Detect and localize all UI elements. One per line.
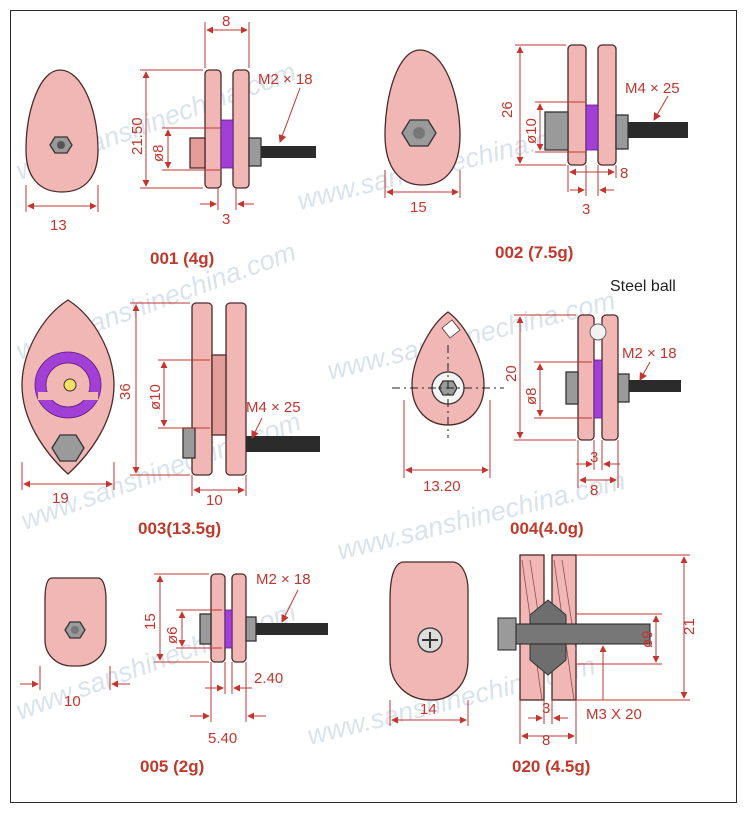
- dimension-label: 3: [590, 449, 598, 466]
- screw-head: [497, 617, 517, 651]
- screw-spec-label: M2 × 18: [622, 345, 677, 362]
- dimension-label: 20: [503, 365, 520, 382]
- part-caption: 003(13.5g): [138, 519, 221, 538]
- part-005: 10 15 ø6 2.40 5.40 M2: [20, 571, 328, 776]
- dimension-label: 8: [222, 13, 230, 30]
- bearing-insert: [220, 119, 234, 169]
- screw-spec-label: M4 × 25: [625, 80, 680, 97]
- bearing-insert: [585, 104, 599, 151]
- dimension-label: 8: [542, 732, 550, 749]
- dimension-label: 8: [590, 482, 598, 499]
- part-020: 14 21 ø9 3 8: [389, 554, 698, 776]
- dimension-label: 15: [410, 199, 427, 216]
- part-caption: 002 (7.5g): [495, 243, 573, 262]
- bearing-insert: [593, 359, 603, 419]
- bearing-insert: [224, 609, 233, 649]
- dimension-label: 10: [206, 492, 223, 509]
- pulley-front-view: [25, 69, 99, 193]
- screw-spec-label: M4 × 25: [246, 399, 301, 416]
- dimension-label: ø8: [523, 387, 540, 405]
- bolt-head: [565, 371, 579, 405]
- part-001: 13 8 21.50 ø8 3 M2 × 1: [25, 13, 316, 268]
- dimension-label: ø10: [523, 118, 540, 144]
- dimension-label: 10: [64, 693, 81, 710]
- axle-icon: [63, 378, 77, 392]
- hex-nut-icon: [51, 434, 85, 462]
- pulley-front-view: [384, 49, 461, 186]
- threaded-screw: [246, 436, 320, 452]
- dimension-label: 13.20: [423, 478, 461, 495]
- dimension-label: 26: [499, 101, 516, 118]
- dimension-label: 13: [50, 217, 67, 234]
- screw-spec-label: M3 X 20: [586, 706, 642, 723]
- bolt-hole-icon: [57, 141, 65, 149]
- screw-spec-label: M2 × 18: [256, 571, 311, 588]
- threaded-screw: [628, 122, 688, 138]
- dimension-label: 21: [681, 618, 698, 635]
- diagram-frame: [10, 10, 737, 803]
- dimension-label: 3: [222, 211, 230, 228]
- dimension-label: ø9: [639, 630, 656, 648]
- dimension-label: 3: [542, 700, 550, 717]
- bolt-hole-icon: [413, 127, 425, 139]
- part-caption: 005 (2g): [140, 757, 204, 776]
- threaded-screw: [629, 380, 681, 392]
- bolt-head: [189, 137, 206, 169]
- part-caption: 020 (4.5g): [512, 757, 590, 776]
- dimension-label: 5.40: [208, 730, 237, 747]
- bolt-head: [544, 111, 569, 151]
- dimension-label: ø8: [150, 144, 167, 162]
- part-caption: 004(4.0g): [510, 519, 584, 538]
- dimension-label: 2.40: [254, 670, 283, 687]
- dimension-label: 3: [582, 201, 590, 218]
- part-004: 13.20 Steel ball 20 ø8 3 8: [392, 278, 681, 538]
- dimension-label: 8: [620, 165, 628, 182]
- threaded-screw: [261, 146, 316, 158]
- dimension-label: 21.50: [129, 117, 146, 155]
- bolt-head: [199, 613, 212, 645]
- part-002: 15 26 ø10 8 3 M4 × 25: [384, 44, 688, 262]
- part-003: 19 36 ø10 10 M4 × 25 003(13.5g): [21, 299, 320, 538]
- bolt-hole-icon: [71, 626, 79, 634]
- dimension-label: 15: [142, 613, 159, 630]
- screw-spec-label: M2 × 18: [258, 71, 313, 88]
- steel-ball-label: Steel ball: [610, 278, 676, 295]
- threaded-screw: [256, 623, 328, 635]
- dimension-label: 14: [420, 701, 437, 718]
- dimension-label: 36: [117, 383, 134, 400]
- pulley-groove: [211, 354, 227, 436]
- dimension-label: ø6: [164, 626, 181, 644]
- dimension-label: ø10: [147, 384, 164, 410]
- dimension-label: 19: [52, 490, 69, 507]
- steel-ball-icon: [589, 323, 607, 341]
- part-caption: 001 (4g): [150, 249, 214, 268]
